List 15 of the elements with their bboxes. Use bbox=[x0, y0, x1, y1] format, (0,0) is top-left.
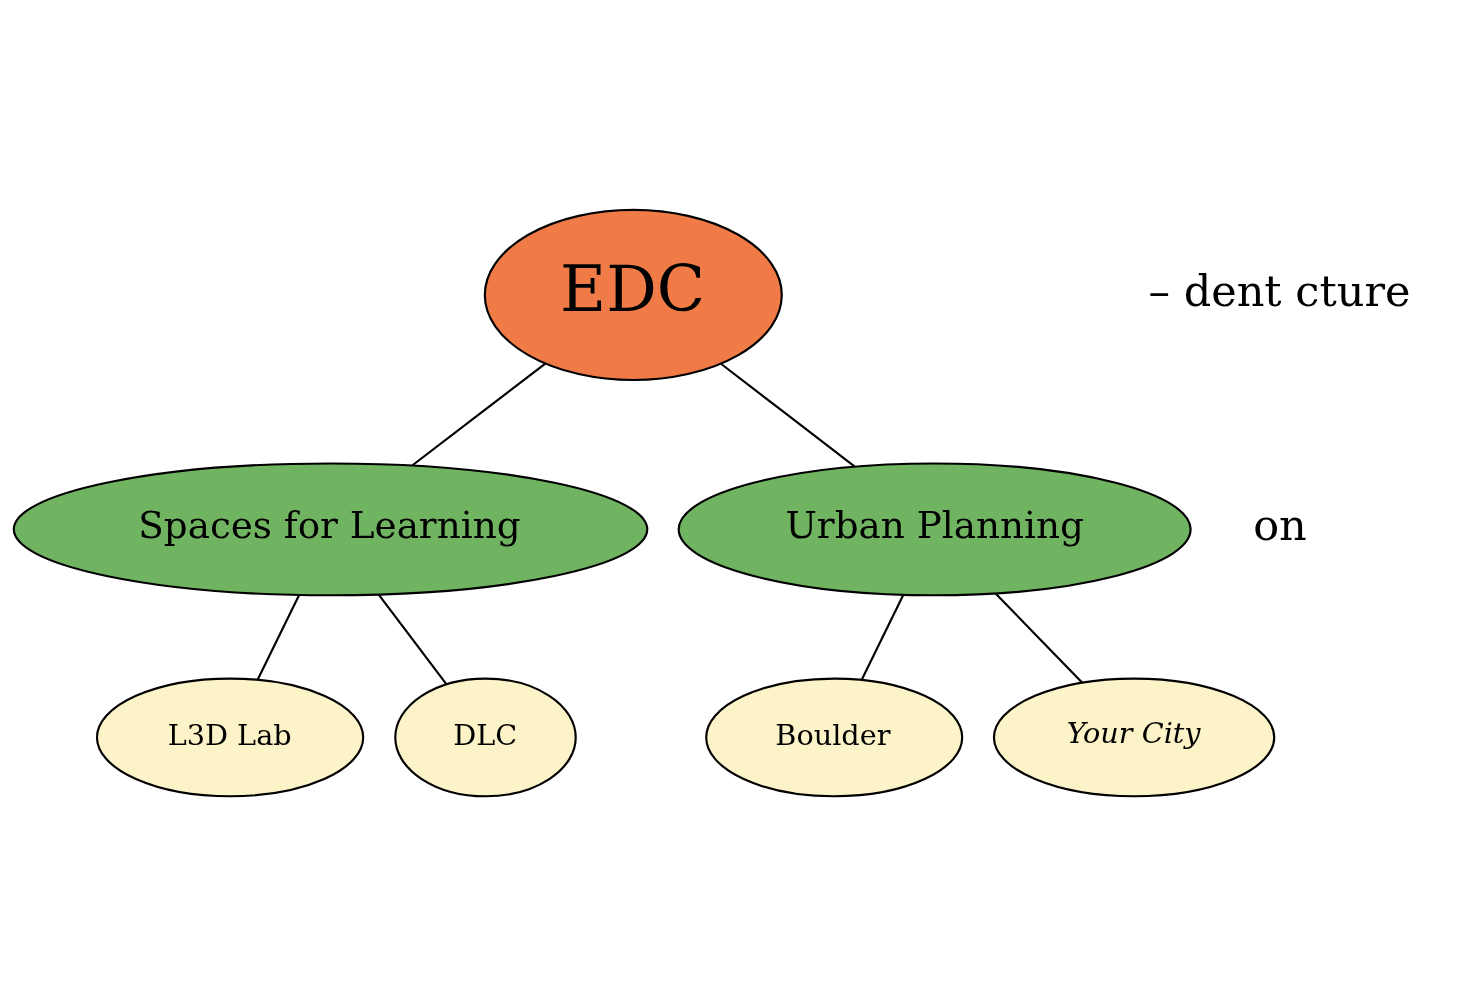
node-ellipse: DLC bbox=[394, 677, 577, 798]
connector bbox=[994, 592, 1084, 684]
label: on bbox=[1253, 500, 1307, 551]
node-ellipse: Urban Planning bbox=[677, 462, 1192, 597]
label: – dent cture bbox=[1148, 265, 1411, 316]
node-ellipse: Boulder bbox=[705, 677, 964, 798]
connector bbox=[256, 594, 300, 680]
connector bbox=[377, 593, 448, 685]
node-ellipse: Spaces for Learning bbox=[12, 462, 649, 597]
node-ellipse: EDC bbox=[483, 208, 783, 382]
connector bbox=[411, 362, 546, 467]
node-ellipse: L3D Lab bbox=[95, 677, 365, 798]
connector bbox=[720, 363, 856, 468]
node-ellipse: Your City bbox=[992, 677, 1276, 798]
connector bbox=[860, 594, 905, 680]
